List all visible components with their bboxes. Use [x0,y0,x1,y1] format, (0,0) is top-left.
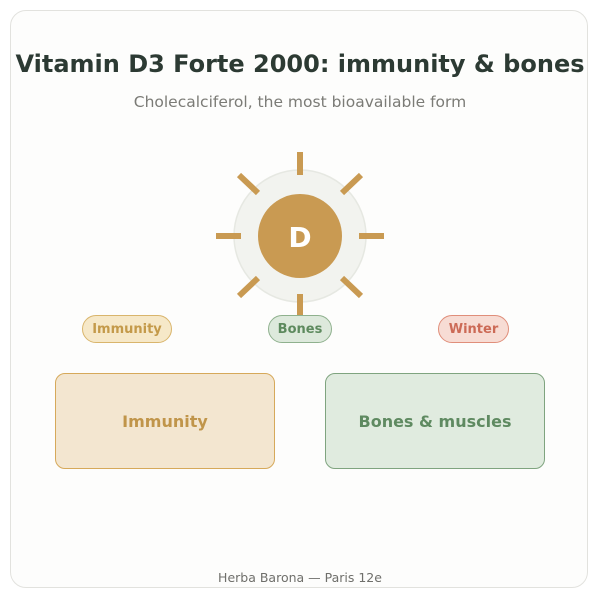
benefit-bones-box: Bones & muscles [325,373,545,469]
sun-ray [236,275,261,299]
benefit-immunity-box: Immunity [55,373,275,469]
sun-core [258,194,342,278]
tag-immunity: Immunity [82,315,172,343]
page-title: Vitamin D3 Forte 2000: immunity & bones [15,50,585,78]
tag-bones: Bones [268,315,332,343]
sun-ray [339,172,364,196]
footer-text: Herba Barona — Paris 12e [218,570,382,585]
sun-ray [339,275,364,299]
sun-letter: D [288,221,311,254]
sun-rays [216,152,384,317]
tag-winter: Winter [438,315,509,343]
page-subtitle: Cholecalciferol, the most bioavailable f… [133,93,467,111]
sun-ray [236,172,261,196]
